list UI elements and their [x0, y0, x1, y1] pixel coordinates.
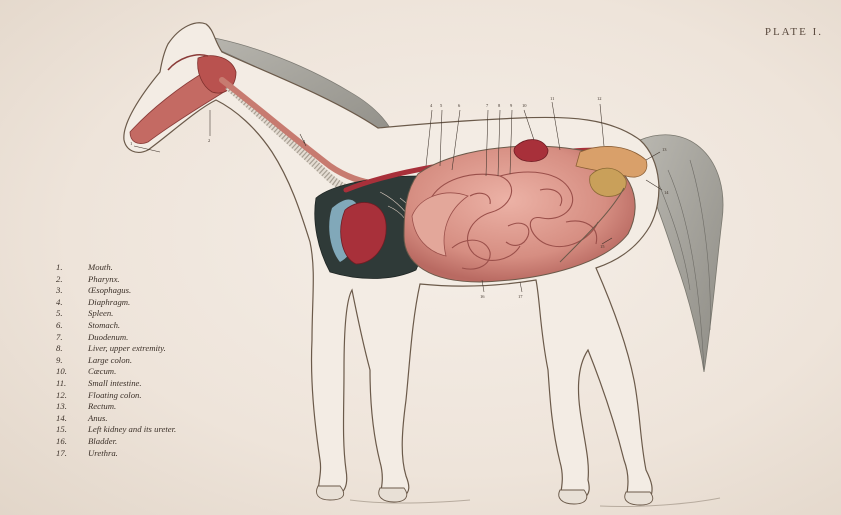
legend-number: 3. [50, 285, 88, 297]
hoof [317, 486, 344, 500]
hoof [379, 488, 407, 502]
legend-number: 5. [50, 308, 88, 320]
legend-item: 8.Liver, upper extremity. [50, 343, 176, 355]
legend-label: Urethra. [88, 448, 118, 458]
legend-label: Diaphragm. [88, 297, 130, 307]
legend-item: 10.Cæcum. [50, 366, 176, 378]
legend-label: Œsophagus. [88, 285, 131, 295]
legend-number: 6. [50, 320, 88, 332]
legend-item: 2.Pharynx. [50, 274, 176, 286]
leader-number: 15 [600, 244, 605, 249]
hoof [625, 492, 653, 505]
leader-number: 9 [510, 103, 513, 108]
legend-item: 17.Urethra. [50, 448, 176, 460]
legend-label: Spleen. [88, 308, 113, 318]
legend-number: 4. [50, 297, 88, 309]
legend-item: 11.Small intestine. [50, 378, 176, 390]
legend-label: Mouth. [88, 262, 113, 272]
leader-number: 8 [498, 103, 501, 108]
legend-item: 3.Œsophagus. [50, 285, 176, 297]
legend-label: Duodenum. [88, 332, 128, 342]
legend-label: Liver, upper extremity. [88, 343, 166, 353]
legend-number: 8. [50, 343, 88, 355]
bladder [590, 168, 627, 196]
legend-label: Small intestine. [88, 378, 142, 388]
legend-number: 1. [50, 262, 88, 274]
leader-number: 5 [440, 103, 443, 108]
legend-number: 15. [50, 424, 88, 436]
hoof [559, 490, 587, 504]
legend-item: 4.Diaphragm. [50, 297, 176, 309]
legend-number: 17. [50, 448, 88, 460]
leader-number: 10 [522, 103, 527, 108]
legend-item: 16.Bladder. [50, 436, 176, 448]
leader-number: 14 [664, 190, 669, 195]
leader-number: 13 [662, 147, 667, 152]
leader-number: 6 [458, 103, 461, 108]
legend-item: 15.Left kidney and its ureter. [50, 424, 176, 436]
legend-item: 12.Floating colon. [50, 390, 176, 402]
legend-item: 9.Large colon. [50, 355, 176, 367]
legend-number: 16. [50, 436, 88, 448]
leader-number: 17 [518, 294, 523, 299]
leader-number: 12 [597, 96, 602, 101]
legend-number: 14. [50, 413, 88, 425]
legend-label: Pharynx. [88, 274, 120, 284]
legend-label: Bladder. [88, 436, 117, 446]
legend-number: 2. [50, 274, 88, 286]
legend-number: 12. [50, 390, 88, 402]
legend-item: 7.Duodenum. [50, 332, 176, 344]
organ-legend: 1.Mouth. 2.Pharynx. 3.Œsophagus. 4.Diaph… [50, 262, 176, 459]
leader-number: 1 [130, 141, 132, 146]
legend-item: 5.Spleen. [50, 308, 176, 320]
legend-label: Anus. [88, 413, 108, 423]
legend-item: 1.Mouth. [50, 262, 176, 274]
legend-number: 7. [50, 332, 88, 344]
legend-number: 13. [50, 401, 88, 413]
legend-label: Stomach. [88, 320, 120, 330]
legend-number: 11. [50, 378, 88, 390]
plate-title: PLATE I. [765, 26, 823, 38]
legend-label: Cæcum. [88, 366, 116, 376]
legend-label: Rectum. [88, 401, 116, 411]
leader-number: 7 [486, 103, 489, 108]
legend-item: 13.Rectum. [50, 401, 176, 413]
leader-number: 2 [208, 138, 210, 143]
legend-item: 14.Anus. [50, 413, 176, 425]
legend-number: 9. [50, 355, 88, 367]
legend-label: Floating colon. [88, 390, 142, 400]
legend-item: 6.Stomach. [50, 320, 176, 332]
leader-number: 16 [480, 294, 485, 299]
leader-number: 4 [430, 103, 433, 108]
legend-number: 10. [50, 366, 88, 378]
leader-number: 11 [550, 96, 554, 101]
legend-label: Left kidney and its ureter. [88, 424, 176, 434]
legend-label: Large colon. [88, 355, 132, 365]
